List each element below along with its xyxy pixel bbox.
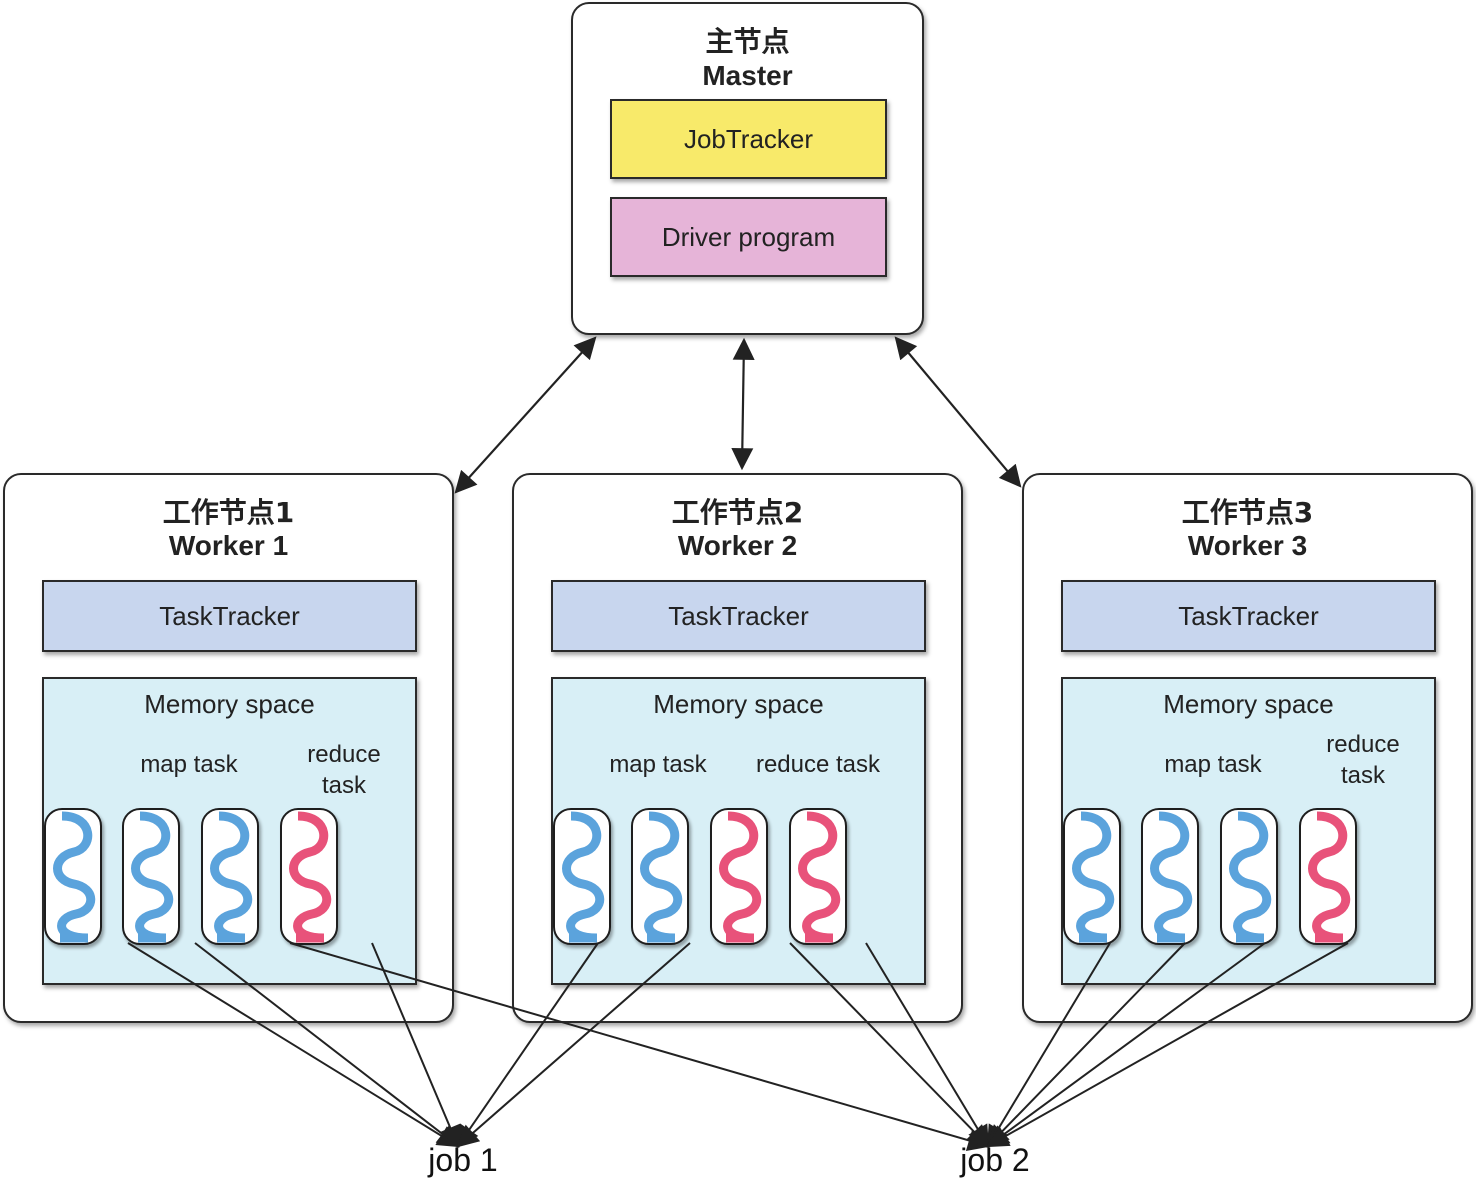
reduce-task-label: reduce task [307,741,381,799]
memory-space-box: Memory space map task reduce task [551,677,926,985]
reduce-thread-icon [798,811,841,943]
map-task-slot [201,808,259,945]
driver-program-label: Driver program [661,221,836,252]
jobtracker-box: JobTracker [610,99,887,179]
map-thread-icon [1229,811,1272,943]
jobtracker-label: JobTracker [683,123,814,154]
map-task-slot [631,808,689,945]
memory-space-label: Memory space [653,689,824,719]
job-1-label: job 1 [428,1142,498,1178]
tasktracker-label: TaskTracker [668,600,809,631]
memory-space-box: Memory space map task reduce task [42,677,417,985]
map-task-slot [44,808,102,945]
map-task-slot [1220,808,1278,945]
worker-title-cn: 工作节点2 [671,496,804,529]
master-title-cn: 主节点 [705,25,790,58]
tasktracker-box: TaskTracker [1061,580,1436,652]
master-worker-3-arrow [894,336,1022,488]
memory-space-label: Memory space [144,689,315,719]
reduce-thread-icon [719,811,762,943]
map-task-label: map task [140,751,238,778]
reduce-task-slot [710,808,768,945]
map-task-label: map task [609,751,707,778]
reduce-task-label: reduce task [1326,731,1400,789]
map-task-slot [553,808,611,945]
reduce-task-slot [280,808,338,945]
tasktracker-label: TaskTracker [159,600,300,631]
master-worker-2-arrow [731,337,755,471]
worker-title-en: Worker 3 [1187,530,1308,561]
memory-space-box: Memory space map task reduce task [1061,677,1436,985]
worker-title-cn: 工作节点3 [1181,496,1314,529]
map-task-slot [1063,808,1121,945]
worker-title-cn: 工作节点1 [162,496,295,529]
map-thread-icon [210,811,253,943]
worker-title-en: Worker 1 [168,530,289,561]
reduce-task-slot [1299,808,1357,945]
tasktracker-box: TaskTracker [551,580,926,652]
reduce-thread-icon [289,811,332,943]
tasktracker-box: TaskTracker [42,580,417,652]
map-task-slot [122,808,180,945]
map-thread-icon [1072,811,1115,943]
map-thread-icon [640,811,683,943]
master-worker-1-arrow [454,336,597,494]
worker-node-3: 工作节点3 Worker 3 TaskTracker Memory space … [1022,473,1473,1023]
map-task-label: map task [1164,751,1262,778]
worker-title-en: Worker 2 [677,530,798,561]
tasktracker-label: TaskTracker [1178,600,1319,631]
map-thread-icon [53,811,96,943]
job-2-label: job 2 [960,1142,1030,1178]
memory-space-label: Memory space [1163,689,1334,719]
worker-node-2: 工作节点2 Worker 2 TaskTracker Memory space … [512,473,963,1023]
reduce-task-label: reduce task [755,751,881,778]
driver-program-box: Driver program [610,197,887,277]
map-task-slot [1141,808,1199,945]
map-thread-icon [1150,811,1193,943]
map-thread-icon [131,811,174,943]
reduce-thread-icon [1308,811,1351,943]
map-thread-icon [562,811,605,943]
worker-node-1: 工作节点1 Worker 1 TaskTracker Memory space … [3,473,454,1023]
master-title-en: Master [702,60,793,91]
master-node: 主节点 Master JobTracker Driver program [571,2,924,335]
reduce-task-slot [789,808,847,945]
